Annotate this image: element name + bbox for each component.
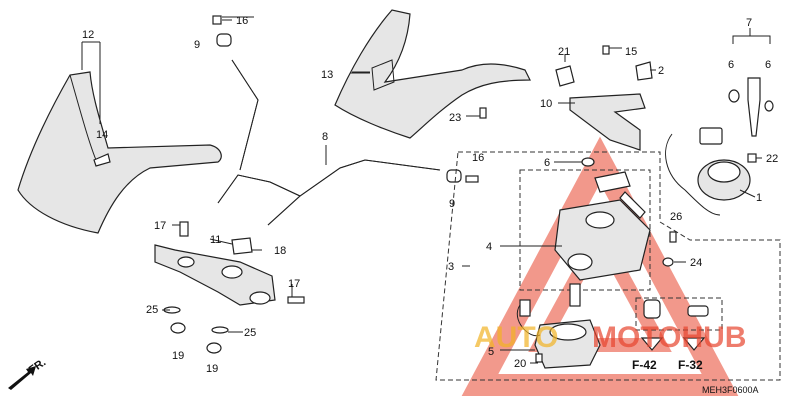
code-f42: F-42 [632, 358, 657, 372]
fitting-f42 [643, 299, 661, 319]
handlebar-pipe [217, 59, 441, 226]
arrow-f42 [640, 337, 664, 351]
callout-25a: 25 [146, 304, 158, 316]
callout-25b: 25 [244, 327, 256, 339]
callout-7: 7 [746, 17, 752, 29]
watermark-left: AUTO [474, 321, 558, 354]
callout-11: 11 [210, 234, 221, 246]
arrow-f32 [682, 337, 706, 351]
callout-6c: 6 [765, 59, 771, 71]
reference-box [635, 297, 723, 331]
steering-lock [554, 171, 651, 281]
rubber-mount-9b [446, 169, 462, 183]
callout-21: 21 [558, 46, 570, 58]
callout-8: 8 [322, 131, 328, 143]
callout-6a: 6 [544, 157, 550, 169]
callout-13: 13 [321, 69, 333, 81]
oring-6 [581, 157, 595, 167]
front-direction-arrow [8, 366, 36, 390]
callout-2: 2 [658, 65, 664, 77]
screw-15 [602, 45, 610, 55]
callout-10: 10 [540, 98, 552, 110]
callout-17a: 17 [154, 220, 166, 232]
callout-19a: 19 [172, 350, 184, 362]
callout-16a: 16 [236, 15, 248, 27]
callout-9b: 9 [449, 198, 455, 210]
callout-22: 22 [766, 153, 778, 165]
top-bridge [154, 221, 305, 306]
screw-16b [465, 175, 479, 183]
handlebar-cover [17, 71, 222, 234]
code-f32: F-32 [678, 358, 703, 372]
screw-16a [212, 15, 222, 25]
callout-5: 5 [488, 346, 494, 358]
callout-12: 12 [82, 29, 94, 41]
rubber-mount-9a [216, 33, 232, 47]
callout-3: 3 [448, 261, 454, 273]
callout-1: 1 [756, 192, 762, 204]
screw-23 [479, 107, 487, 119]
watermark-text: AUTO MOTOHUB [474, 321, 746, 354]
fitting-f32 [687, 305, 709, 317]
washer-24 [662, 257, 674, 267]
callout-26: 26 [670, 211, 682, 223]
leader-lines [162, 16, 762, 364]
clip-2 [635, 61, 653, 81]
clip-21 [555, 65, 575, 87]
switch-base [517, 299, 601, 369]
bracket-10 [569, 93, 646, 151]
ignition-switch [665, 127, 757, 216]
callout-19b: 19 [206, 363, 218, 375]
callout-16b: 16 [472, 152, 484, 164]
key-set [728, 28, 774, 137]
lock-subassembly-boundary [519, 169, 651, 291]
callouts: 12 14 16 9 13 8 23 16 9 17 11 18 17 25 2… [27, 15, 778, 395]
washer-25b [211, 326, 229, 334]
callout-24: 24 [690, 257, 702, 269]
callout-18: 18 [274, 245, 286, 257]
bolt-26 [669, 231, 677, 243]
nut-19b [206, 342, 222, 354]
callout-4: 4 [486, 241, 492, 253]
callout-20: 20 [514, 358, 526, 370]
upper-cover [334, 9, 531, 139]
diagram-reference: MEH3F0600A [702, 385, 759, 395]
callout-9a: 9 [194, 39, 200, 51]
callout-6b: 6 [728, 59, 734, 71]
callout-23: 23 [449, 112, 461, 124]
callout-15: 15 [625, 46, 637, 58]
spring [569, 283, 581, 307]
watermark-right: MOTOHUB [592, 321, 746, 354]
callout-17b: 17 [288, 278, 300, 290]
nut-19a [170, 322, 186, 334]
callout-14: 14 [96, 129, 108, 141]
